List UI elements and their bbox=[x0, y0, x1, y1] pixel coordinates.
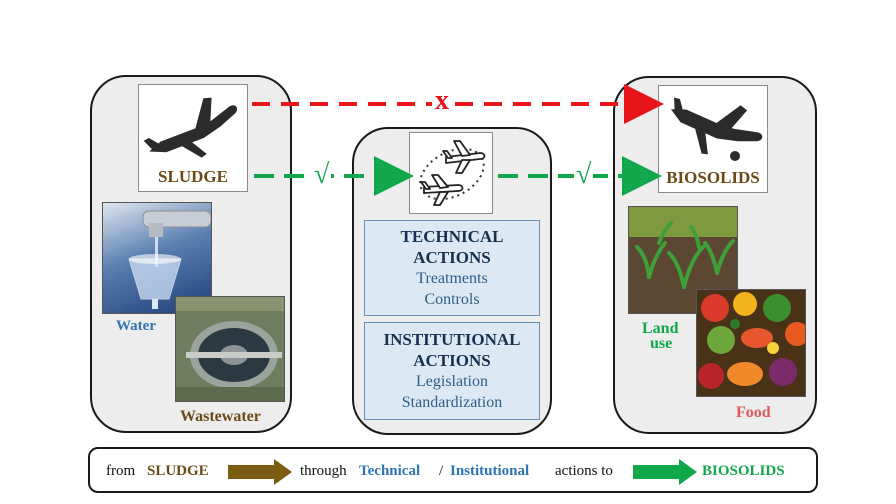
legend-technical: Technical bbox=[359, 463, 421, 479]
wastewater-label: Wastewater bbox=[180, 408, 261, 425]
legend-institutional: Institutional bbox=[450, 463, 530, 479]
sludge-label: SLUDGE bbox=[158, 167, 228, 186]
biosolids-label: BIOSOLIDS bbox=[666, 168, 760, 187]
food-photo bbox=[696, 289, 806, 397]
check-mark-2: √ bbox=[574, 159, 594, 190]
technical-actions-box: TECHNICAL ACTIONS Treatments Controls bbox=[364, 220, 540, 316]
legend-brown-arrow bbox=[228, 459, 292, 485]
land-use-label-line2: use bbox=[650, 335, 673, 352]
airplane-landing-icon bbox=[670, 97, 763, 161]
institutional-item-standardization: Standardization bbox=[401, 394, 503, 411]
wastewater-photo bbox=[175, 296, 285, 402]
airplane-takeoff-icon bbox=[143, 97, 238, 158]
legend-from: from bbox=[106, 463, 136, 479]
legend-sludge: SLUDGE bbox=[147, 463, 209, 479]
two-airplanes-icon bbox=[419, 140, 486, 206]
technical-item-controls: Controls bbox=[424, 291, 480, 308]
blocked-mark: x bbox=[432, 86, 452, 116]
check-mark-1: √ bbox=[312, 159, 332, 190]
sludge-icon-box: SLUDGE bbox=[138, 84, 248, 192]
legend-biosolids: BIOSOLIDS bbox=[702, 463, 785, 479]
legend-actions-to: actions to bbox=[555, 463, 613, 479]
legend-slash: / bbox=[439, 463, 444, 479]
treatment-plant-illustration bbox=[176, 297, 284, 401]
institutional-title-line2: ACTIONS bbox=[413, 351, 491, 370]
biosolids-icon-box: BIOSOLIDS bbox=[658, 85, 768, 193]
technical-title-line1: TECHNICAL bbox=[400, 227, 504, 246]
food-label: Food bbox=[736, 404, 771, 421]
technical-title-line2: ACTIONS bbox=[413, 248, 491, 267]
water-photo bbox=[102, 202, 212, 314]
vegetables-illustration bbox=[697, 290, 805, 396]
institutional-actions-box: INSTITUTIONAL ACTIONS Legislation Standa… bbox=[364, 322, 540, 420]
land-use-photo bbox=[628, 206, 738, 314]
legend-green-arrow bbox=[633, 459, 697, 485]
faucet-glass-illustration bbox=[128, 210, 211, 309]
land-use-label-line1: Land bbox=[642, 320, 679, 337]
legend-through: through bbox=[300, 463, 347, 479]
actions-icon-box bbox=[409, 132, 493, 214]
technical-item-treatments: Treatments bbox=[416, 270, 488, 287]
legend-bar: from SLUDGE through Technical / Institut… bbox=[88, 447, 818, 493]
institutional-title-line1: INSTITUTIONAL bbox=[383, 330, 521, 349]
institutional-item-legislation: Legislation bbox=[416, 373, 488, 390]
water-label: Water bbox=[116, 318, 156, 334]
